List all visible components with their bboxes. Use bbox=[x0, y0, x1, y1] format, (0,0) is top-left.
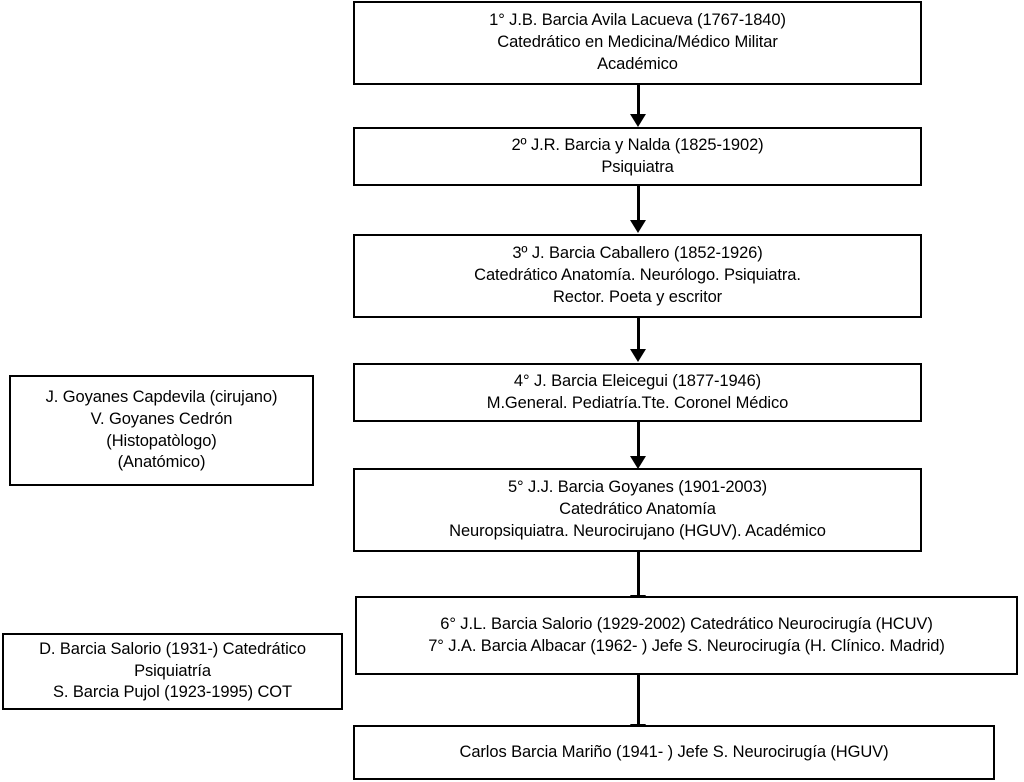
node-line: (Histopatòlogo) bbox=[106, 431, 217, 450]
node-line: Académico bbox=[597, 54, 678, 73]
node-line: 7° J.A. Barcia Albacar (1962- ) Jefe S. … bbox=[428, 636, 945, 655]
side-note-goyanes: J. Goyanes Capdevila (cirujano) V. Goyan… bbox=[9, 375, 314, 486]
node-line: 2º J.R. Barcia y Nalda (1825-1902) bbox=[511, 135, 764, 154]
node-line: Neuropsiquiatra. Neurocirujano (HGUV). A… bbox=[449, 521, 826, 540]
lineage-node-generation-5: 5° J.J. Barcia Goyanes (1901-2003) Cated… bbox=[353, 468, 922, 552]
lineage-node-generation-2: 2º J.R. Barcia y Nalda (1825-1902) Psiqu… bbox=[353, 127, 922, 186]
node-line: 4° J. Barcia Eleicegui (1877-1946) bbox=[513, 371, 762, 390]
lineage-node-generation-6-7: 6° J.L. Barcia Salorio (1929-2002) Cated… bbox=[355, 596, 1018, 675]
node-line: 6° J.L. Barcia Salorio (1929-2002) Cated… bbox=[440, 614, 933, 633]
lineage-node-generation-4: 4° J. Barcia Eleicegui (1877-1946) M.Gen… bbox=[353, 363, 922, 422]
node-line: J. Goyanes Capdevila (cirujano) bbox=[45, 387, 278, 406]
node-line: 5° J.J. Barcia Goyanes (1901-2003) bbox=[507, 478, 768, 497]
node-line: Rector. Poeta y escritor bbox=[552, 287, 723, 306]
node-line: Catedrático Anatomía. Neurólogo. Psiquia… bbox=[474, 266, 801, 285]
node-line: 1° J.B. Barcia Avila Lacueva (1767-1840) bbox=[489, 11, 786, 30]
node-line: Catedrático en Medicina/Médico Militar bbox=[497, 33, 778, 52]
node-line: Psiquiatra bbox=[601, 157, 674, 176]
side-note-barcia-salorio: D. Barcia Salorio (1931-) Catedrático Ps… bbox=[2, 633, 343, 710]
node-line: M.General. Pediatría.Tte. Coronel Médico bbox=[486, 393, 789, 412]
node-line: V. Goyanes Cedrón bbox=[90, 409, 233, 428]
node-line: Carlos Barcia Mariño (1941- ) Jefe S. Ne… bbox=[459, 742, 889, 761]
lineage-node-generation-1: 1° J.B. Barcia Avila Lacueva (1767-1840)… bbox=[353, 1, 922, 85]
lineage-node-generation-3: 3º J. Barcia Caballero (1852-1926) Cated… bbox=[353, 234, 922, 318]
lineage-node-generation-8: Carlos Barcia Mariño (1941- ) Jefe S. Ne… bbox=[353, 725, 995, 780]
node-line: Psiquiatría bbox=[134, 661, 211, 680]
node-line: D. Barcia Salorio (1931-) Catedrático bbox=[39, 639, 306, 658]
node-line: Catedrático Anatomía bbox=[559, 500, 716, 519]
node-line: (Anatómico) bbox=[117, 453, 206, 472]
node-line: S. Barcia Pujol (1923-1995) COT bbox=[52, 683, 292, 702]
node-line: 3º J. Barcia Caballero (1852-1926) bbox=[512, 244, 763, 263]
